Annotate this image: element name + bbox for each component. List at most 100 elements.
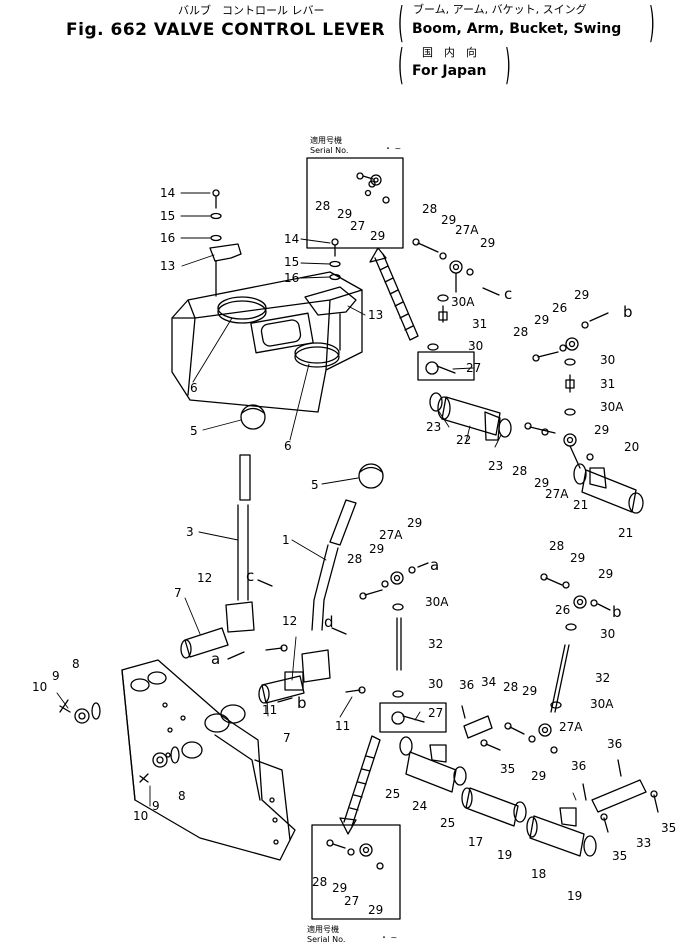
callout-29: 29 [369,542,384,556]
callout-28: 28 [503,680,518,694]
bolt-14-right [331,238,339,257]
inset-box-top [306,157,404,249]
callout-10: 10 [133,809,148,823]
callout-29: 29 [522,684,537,698]
scope-japanese: ブーム, アーム, バケット, スイング [413,3,587,16]
callout-29: 29 [570,551,585,565]
connector-b: b [623,303,633,321]
detail-arrow-bottom [339,735,381,835]
callout-29: 29 [574,288,589,302]
figure-title: Fig. 662 VALVE CONTROL LEVER [66,20,386,40]
region-label: For Japan [412,63,487,79]
callout-30: 30 [600,627,615,641]
callout-33: 33 [636,836,651,850]
callout-35: 35 [612,849,627,863]
washer-8-upper [91,702,101,720]
pin-10-upper [59,699,71,713]
callout-11: 11 [335,719,350,733]
rod-32-rm [550,644,570,713]
callout-30A: 30A [451,295,475,309]
lever-1 [301,499,357,683]
tube-24 [405,744,457,793]
callout-28: 28 [513,325,528,339]
pivot-7-upper [180,627,229,659]
connector-c: c [246,567,254,585]
callout-16: 16 [160,231,175,245]
arrow-b-upper [589,312,609,322]
callout-6: 6 [190,381,198,395]
callout-21: 21 [573,498,588,512]
callout-27A: 27A [455,223,479,237]
rod-31-top [438,305,448,323]
nut-30-rm [565,623,577,631]
callout-30: 30 [468,339,483,353]
callout-6: 6 [284,439,292,453]
washer-29-mid-a [381,580,389,588]
callout-17: 17 [468,835,483,849]
bolt-28-top [412,238,439,253]
callout-34: 34 [481,675,496,689]
callout-18: 18 [531,867,546,881]
pin-36-c [582,783,587,801]
bolt-14-left [212,189,220,209]
rod-end-27A-rm [538,723,552,737]
callout-10: 10 [32,680,47,694]
callout-22: 22 [456,433,471,447]
plate-13-right [304,286,357,316]
rod-end-26-ur [565,337,579,351]
connector-c: c [504,285,512,303]
callout-27A: 27A [379,528,403,542]
nut-30-mid [392,690,404,698]
callout-29: 29 [534,313,549,327]
callout-29: 29 [480,236,495,250]
bushing-25-a [399,736,413,756]
lever-3 [225,454,255,633]
callout-5: 5 [311,478,319,492]
region-japanese: 国 内 向 [422,46,477,59]
bolt-28-mid [359,589,383,600]
callout-29: 29 [332,881,347,895]
inset-box-bottom [311,824,401,920]
callout-15: 15 [284,255,299,269]
callout-25: 25 [440,816,455,830]
callout-30A: 30A [590,697,614,711]
leader-lines [56,192,577,807]
callout-19: 19 [497,848,512,862]
nut-9-upper [74,708,90,724]
callout-35: 35 [661,821,676,835]
inset-top-label-jp: 適用号機 [310,136,342,145]
connector-a: a [211,650,220,668]
callout-36: 36 [607,737,622,751]
callout-32: 32 [595,671,610,685]
washer-29-mid-b [408,566,416,574]
callout-19: 19 [567,889,582,903]
inset-bottom-serial-range: ・ ~ [380,933,398,942]
pin-36-a [461,705,466,719]
washer-16-left [210,234,222,242]
callout-5: 5 [190,424,198,438]
arrow-a-mid [417,562,429,568]
inset-top-washer-b [382,196,390,204]
tube-18 [526,807,585,857]
nut-30A-rm [550,701,562,709]
callout-13: 13 [368,308,383,322]
callout-23: 23 [426,420,441,434]
knob-5-right [358,463,384,489]
callout-11: 11 [262,703,277,717]
inset-top-washer [368,180,376,188]
callout-26: 26 [555,603,570,617]
callout-24: 24 [412,799,427,813]
callout-28: 28 [312,875,327,889]
arrow-a-lever [227,651,245,660]
callout-16: 16 [284,271,299,285]
arrow-b-lever [277,697,293,703]
callout-29: 29 [407,516,422,530]
nut-30-ur [564,358,576,366]
callout-30A: 30A [425,595,449,609]
callout-31: 31 [472,317,487,331]
tube-17 [461,787,519,827]
nut-9-lower [152,752,168,768]
callout-29: 29 [337,207,352,221]
callout-26: 26 [552,301,567,315]
callout-3: 3 [186,525,194,539]
